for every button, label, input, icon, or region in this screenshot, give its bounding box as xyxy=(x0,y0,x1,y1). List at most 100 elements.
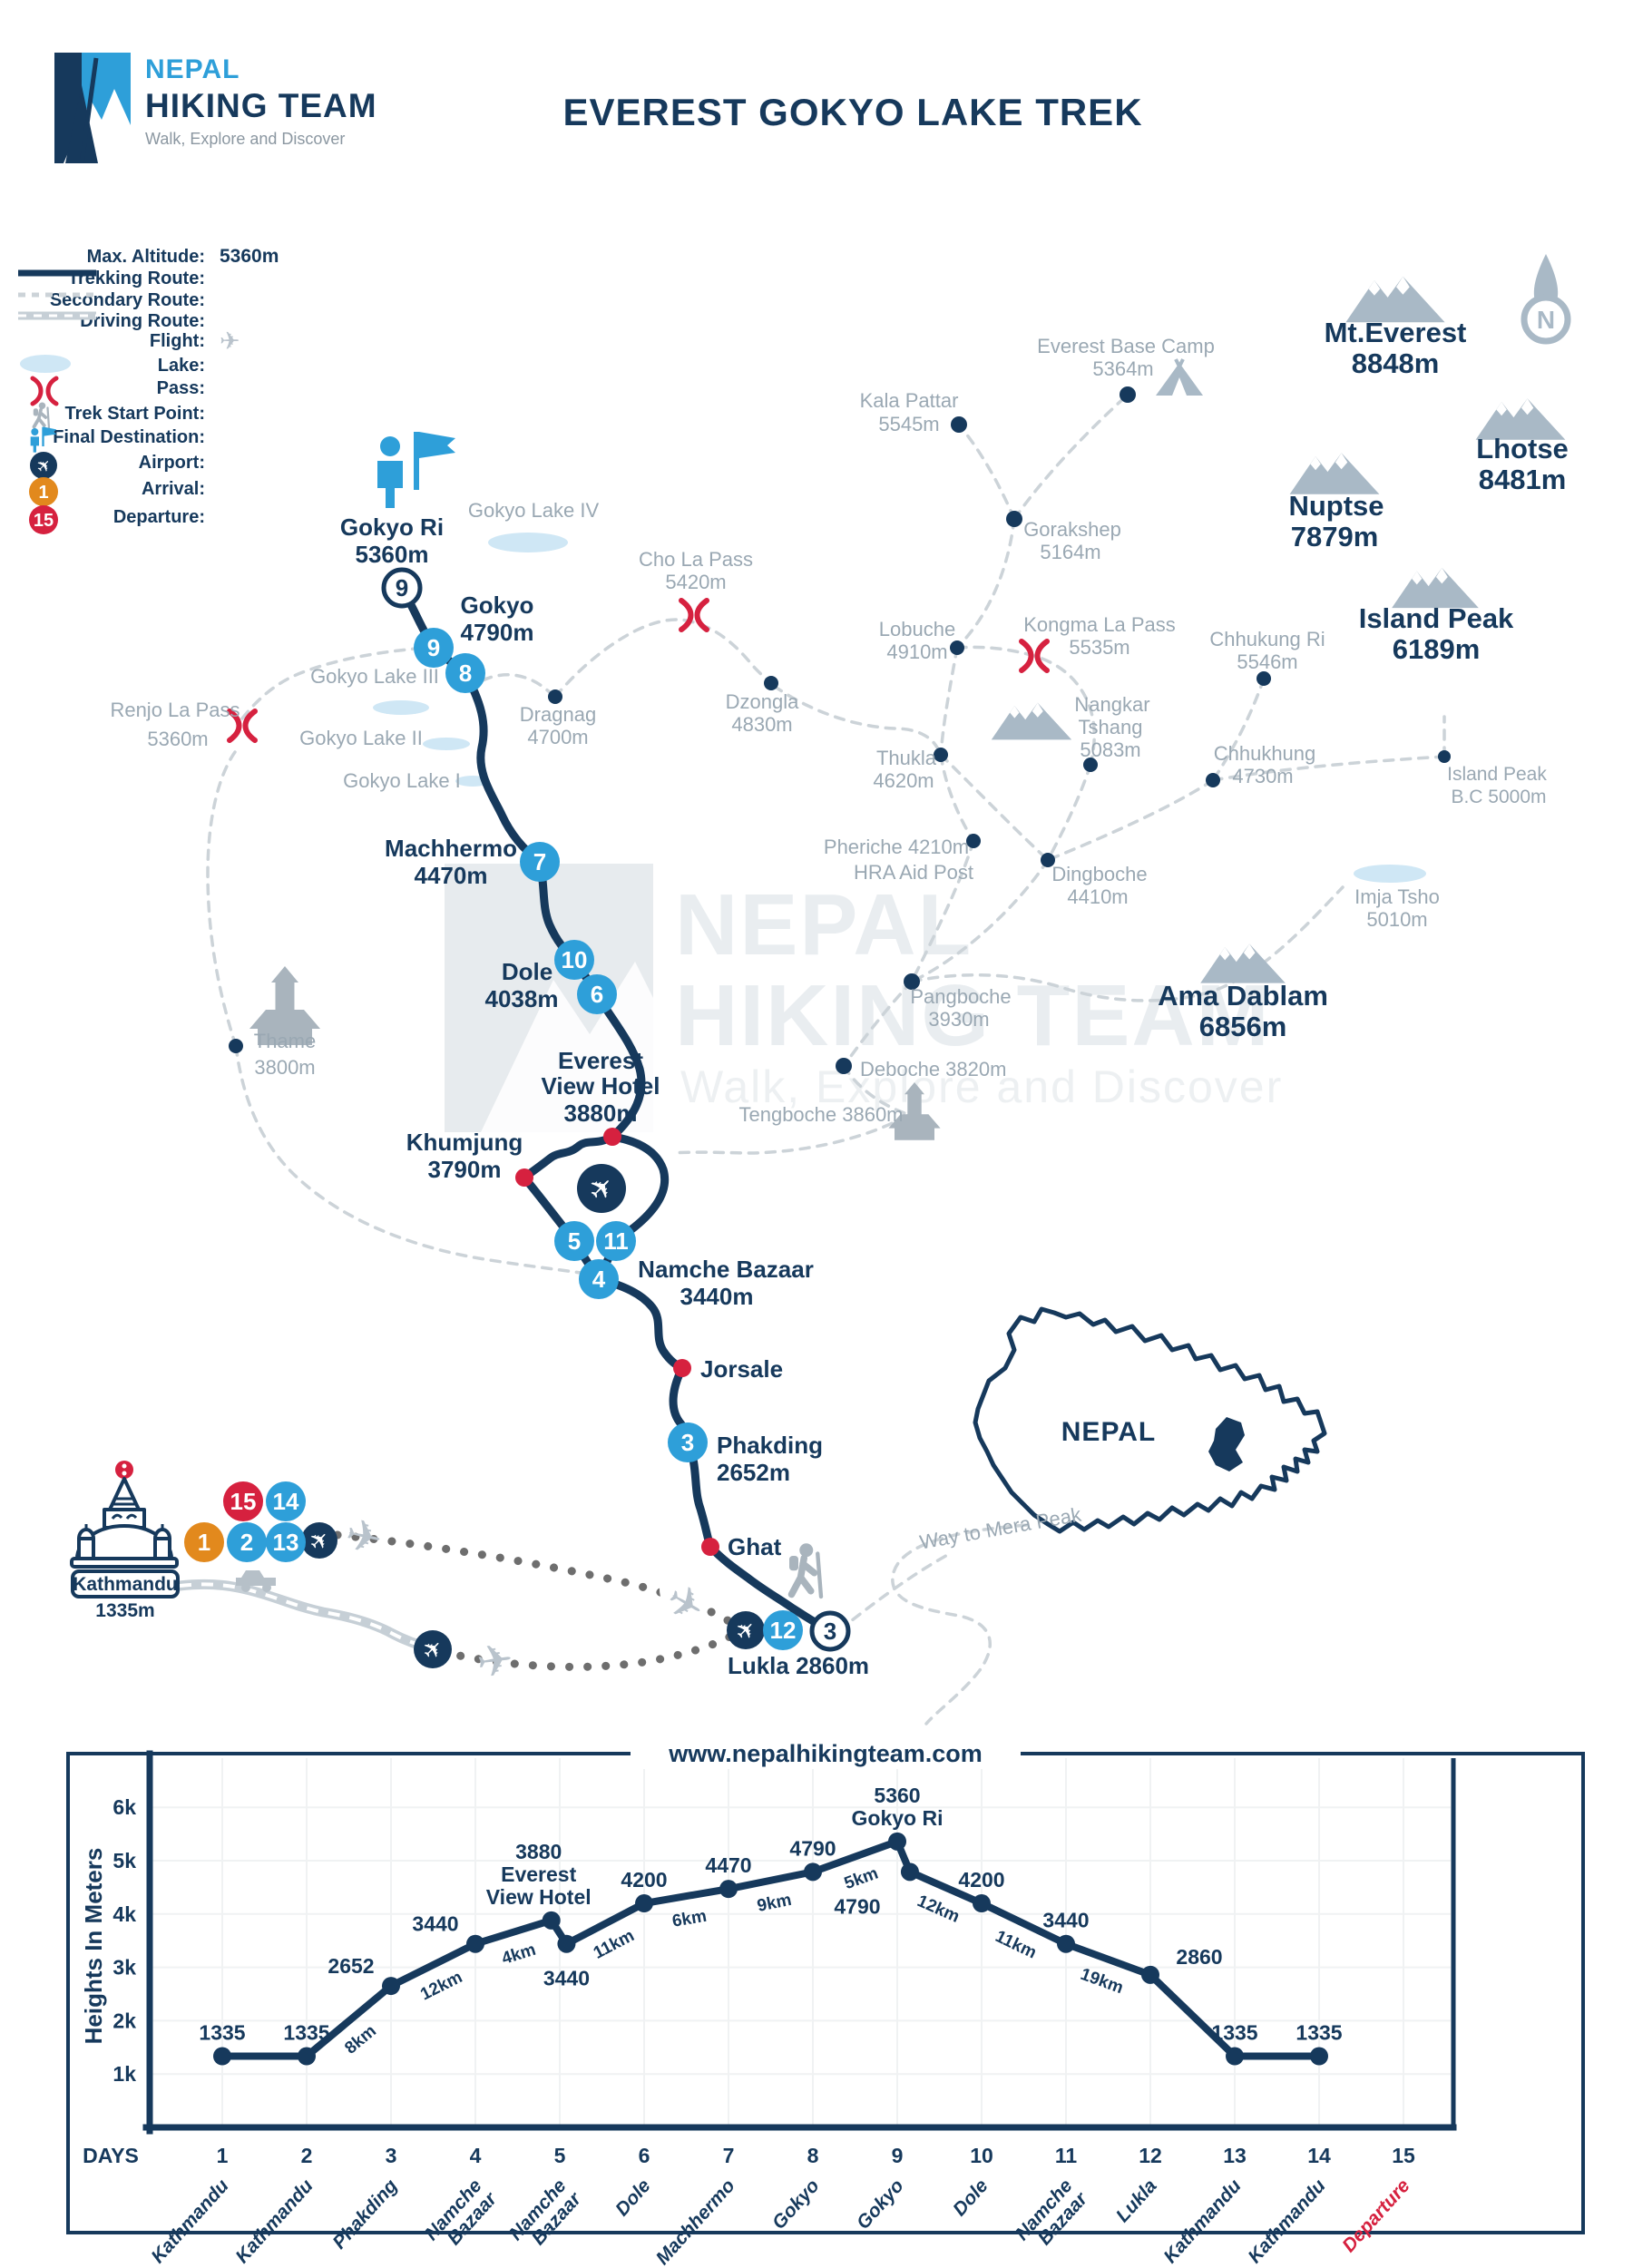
day-number: 13 xyxy=(1223,2144,1247,2167)
distance-label: 5km xyxy=(842,1864,881,1894)
svg-text:15: 15 xyxy=(34,511,54,531)
gorakshep-label: Gorakshep xyxy=(1023,518,1121,541)
svg-text:7: 7 xyxy=(533,848,546,875)
trek-start-icon xyxy=(32,402,51,430)
svg-text:4: 4 xyxy=(592,1266,606,1293)
nangkar-label-1: Nangkar xyxy=(1074,693,1149,716)
kathmandu-label: Kathmandu xyxy=(73,1574,178,1595)
namche-elev: 3440m xyxy=(680,1283,754,1310)
departure-icon: 15 xyxy=(29,505,58,534)
day-marker-10: 10 xyxy=(554,940,594,980)
nuptse-mountain-icon xyxy=(1289,453,1380,494)
lobuche-elev: 4910m xyxy=(886,640,947,663)
day-number: 2 xyxy=(301,2144,313,2167)
y-tick-label: 3k xyxy=(112,1956,136,1980)
day-number: 3 xyxy=(386,2144,397,2167)
dragnag-label: Dragnag xyxy=(520,703,596,726)
elevation-value-label: Gokyo Ri xyxy=(852,1806,944,1830)
distance-label: 9km xyxy=(756,1891,793,1916)
tengboche-label: Tengboche 3860m xyxy=(738,1103,903,1126)
legend-row-departure: Departure: 15 xyxy=(16,504,301,534)
watermark-tagline: Walk, Explore and Discover xyxy=(680,1061,1283,1112)
day-place-label: Kathmandu xyxy=(147,2175,232,2267)
everest-elev: 8848m xyxy=(1352,347,1440,379)
way-to-mera-label: Way to Mera Peak xyxy=(918,1502,1084,1553)
thame-elev: 3800m xyxy=(254,1056,315,1079)
day-place-label: Kathmandu xyxy=(231,2175,317,2267)
elevation-value-label: 3880 xyxy=(515,1840,562,1863)
day-marker-12: 12 xyxy=(763,1610,803,1650)
svg-text:12: 12 xyxy=(770,1617,797,1644)
lakes xyxy=(373,533,1426,883)
nepal-inset-map: NEPAL xyxy=(973,1306,1327,1534)
website-link[interactable]: www.nepalhikingteam.com xyxy=(668,1740,983,1767)
lhotse-elev: 8481m xyxy=(1479,464,1567,495)
nangkar-tshang-mountain-icon xyxy=(991,702,1072,740)
nangkar-label-2: Tshang xyxy=(1079,716,1143,738)
dingboche-label: Dingboche xyxy=(1051,863,1147,885)
chart-point xyxy=(635,1894,653,1913)
svg-text:10: 10 xyxy=(562,946,588,973)
svg-text:3: 3 xyxy=(681,1429,694,1456)
elevation-value-label: 4470 xyxy=(705,1853,751,1877)
legend-row-trekking-route: Trekking Route: xyxy=(16,266,301,291)
ebc-elev: 5364m xyxy=(1092,357,1153,380)
day-marker-4: 4 xyxy=(579,1259,619,1299)
svg-text:3: 3 xyxy=(824,1618,836,1645)
legend-row-final-destination: Final Destination: xyxy=(16,425,301,453)
svg-text:13: 13 xyxy=(273,1529,299,1556)
legend-row-lake: Lake: xyxy=(16,353,301,378)
watermark-line1: NEPAL xyxy=(675,876,973,973)
legend-label: Trek Start Point: xyxy=(64,403,205,424)
ghat-label: Ghat xyxy=(728,1533,782,1560)
day-number: 9 xyxy=(892,2144,904,2167)
brand-block: NEPAL HIKING TEAM Walk, Explore and Disc… xyxy=(145,54,377,148)
pangboche-label: Pangboche xyxy=(910,985,1011,1008)
distance-label: 12km xyxy=(914,1892,963,1927)
brand-name-bottom: HIKING TEAM xyxy=(145,87,377,124)
cho-la-pass-icon xyxy=(681,601,707,630)
namche-label: Namche Bazaar xyxy=(638,1256,814,1283)
day-place-label: Kathmandu xyxy=(1244,2175,1329,2267)
kalapattar-elev: 5545m xyxy=(878,413,939,435)
day-place-label: Kathmandu xyxy=(1159,2175,1245,2267)
dzongla-label: Dzongla xyxy=(726,690,799,713)
airport-icon: ✈ xyxy=(30,452,57,479)
distance-label: 6km xyxy=(670,1907,708,1931)
final-destination-icon xyxy=(30,426,57,453)
trekking-route-icon xyxy=(18,269,96,277)
day-marker-7: 7 xyxy=(520,842,560,882)
svg-text:Machhermo: Machhermo xyxy=(652,2175,739,2268)
day-number: 8 xyxy=(807,2144,819,2167)
gokyo-lake-1-label: Gokyo Lake I xyxy=(343,769,461,792)
elevation-value-label: 5360 xyxy=(874,1784,920,1807)
day-marker-5: 5 xyxy=(554,1221,594,1261)
elevation-value-label: 3440 xyxy=(412,1912,458,1936)
chart-point xyxy=(888,1832,906,1851)
imja-tsho-icon xyxy=(1354,865,1426,883)
gokyo-lake-4-icon xyxy=(488,533,568,552)
day-marker-6: 6 xyxy=(577,974,617,1014)
dingboche-elev: 4410m xyxy=(1067,885,1128,908)
flight-icon: ✈ xyxy=(220,327,240,355)
kalapattar-label: Kala Pattar xyxy=(860,389,959,412)
evh-label-2: View Hotel xyxy=(541,1072,660,1100)
svg-text:Kathmandu: Kathmandu xyxy=(1244,2175,1329,2267)
y-tick-label: 4k xyxy=(112,1902,136,1926)
thukla-label: Thukla xyxy=(876,747,937,769)
map-labels: Gokyo Ri 5360m Gokyo 4790m Machhermo 447… xyxy=(71,317,1569,1679)
day-marker-9-summit: 9 xyxy=(381,567,423,609)
elevation-line xyxy=(219,1837,1323,2060)
chart-point xyxy=(1310,2047,1328,2066)
day-number: 11 xyxy=(1055,2144,1078,2167)
pheriche-label: Pheriche 4210m xyxy=(824,836,969,858)
chart-point xyxy=(557,1934,576,1953)
secondary-route-icon xyxy=(18,292,96,298)
brand-name-top: NEPAL xyxy=(145,54,240,84)
day-marker-1: 1 xyxy=(184,1522,224,1562)
chart-point xyxy=(804,1862,822,1882)
day-number: 10 xyxy=(970,2144,993,2167)
legend-label: Arrival: xyxy=(141,478,205,499)
